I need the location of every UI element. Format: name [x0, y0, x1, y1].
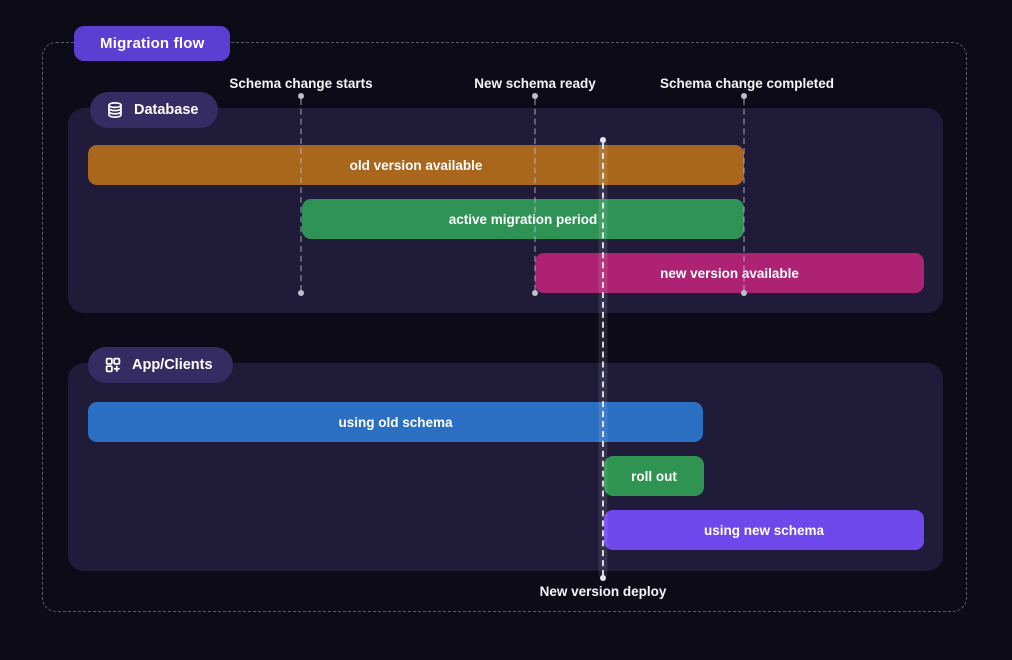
bar-label: new version available — [660, 265, 799, 281]
deploy-dot-top — [600, 137, 606, 143]
diagram-title: Migration flow — [100, 35, 205, 52]
milestone-label-schema-change-completed: Schema change completed — [659, 76, 835, 91]
milestone-dot-top — [532, 93, 538, 99]
timeline-bar-new-version-available: new version available — [535, 253, 924, 293]
milestone-line-schema-change-starts — [300, 99, 302, 291]
deploy-dot-bottom — [600, 575, 606, 581]
milestone-dot-top — [298, 93, 304, 99]
timeline-bar-old-version-available: old version available — [88, 145, 744, 185]
milestone-dot-bottom — [532, 290, 538, 296]
bar-label: using new schema — [703, 522, 825, 538]
milestone-dot-bottom — [298, 290, 304, 296]
lane-label: Database — [134, 102, 199, 118]
bar-label: active migration period — [448, 211, 598, 227]
milestone-label-schema-change-starts: Schema change starts — [229, 76, 373, 91]
lane-badge-app-clients: App/Clients — [88, 347, 233, 383]
timeline-bar-using-new-schema: using new schema — [604, 510, 924, 550]
diagram-dashed-frame — [42, 42, 967, 612]
bar-label: old version available — [349, 157, 483, 173]
lane-badge-database: Database — [90, 92, 219, 128]
timeline-bar-roll-out: roll out — [604, 456, 704, 496]
milestone-line-new-schema-ready — [534, 99, 536, 291]
milestone-dot-top — [741, 93, 747, 99]
apps-plus-icon — [104, 356, 122, 374]
lane-label: App/Clients — [132, 357, 213, 373]
bar-label: roll out — [631, 468, 677, 484]
timeline-bar-using-old-schema: using old schema — [88, 402, 703, 442]
milestone-label-new-schema-ready: New schema ready — [474, 76, 596, 91]
diagram-title-badge: Migration flow — [74, 26, 231, 61]
milestone-line-new-version-deploy — [602, 143, 604, 576]
timeline-bar-active-migration-period: active migration period — [302, 199, 744, 239]
database-icon — [106, 101, 124, 119]
milestone-dot-bottom — [741, 290, 747, 296]
bar-label: using old schema — [338, 414, 453, 430]
milestone-label-new-version-deploy: New version deploy — [539, 584, 667, 599]
milestone-line-schema-change-completed — [743, 99, 745, 291]
